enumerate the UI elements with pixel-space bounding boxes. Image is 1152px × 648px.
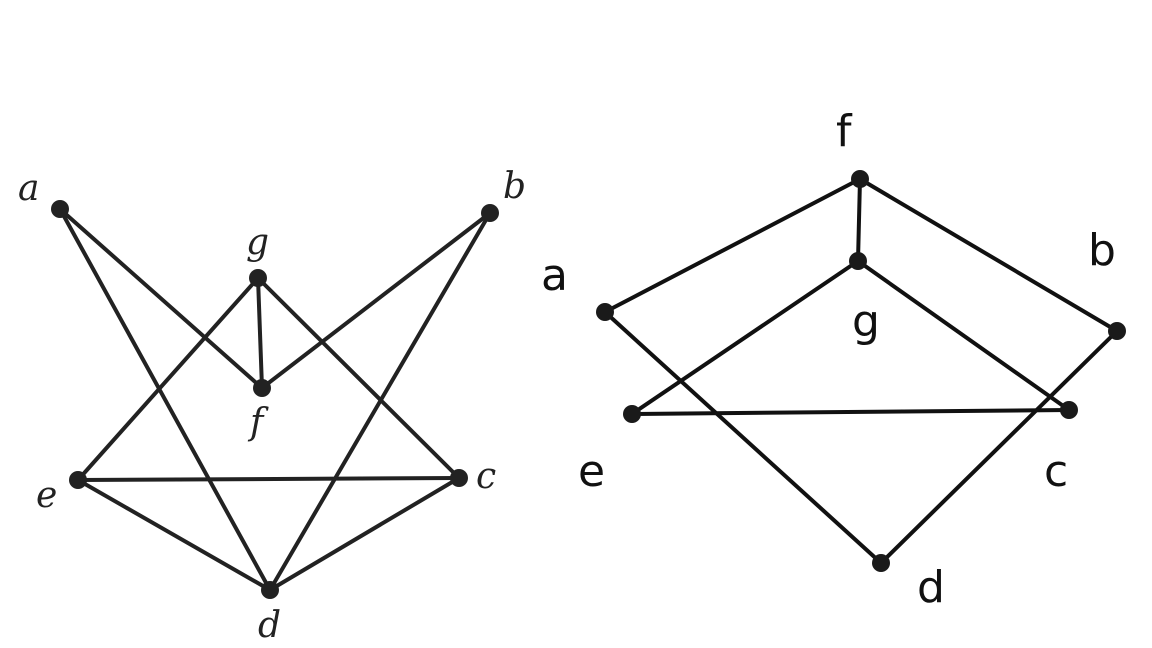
edge-g-e <box>630 259 860 416</box>
vertex-label-b: b <box>503 166 526 207</box>
vertex-e <box>69 471 87 489</box>
vertex-label-c: c <box>1044 446 1068 497</box>
edge-f-b <box>858 177 1119 333</box>
vertex-b <box>481 204 499 222</box>
vertex-label-g: g <box>852 296 880 347</box>
vertex-f <box>851 170 869 188</box>
vertex-c <box>1060 401 1078 419</box>
vertex-label-g: g <box>246 222 269 263</box>
vertex-label-b: b <box>1088 225 1116 276</box>
edge-e-c <box>76 476 461 482</box>
vertex-a <box>596 303 614 321</box>
edge-g-c <box>256 276 461 480</box>
vertex-label-a: a <box>18 168 39 209</box>
edge-a-d <box>58 207 272 592</box>
vertex-g <box>849 252 867 270</box>
edge-g-e <box>76 276 260 482</box>
vertex-label-e: e <box>36 475 57 516</box>
vertex-label-f: f <box>247 402 269 443</box>
edge-f-g <box>856 177 862 263</box>
vertex-label-d: d <box>917 562 945 613</box>
vertex-b <box>1108 322 1126 340</box>
vertex-label-d: d <box>258 605 281 646</box>
vertex-e <box>623 405 641 423</box>
edge-b-d <box>879 329 1119 565</box>
vertex-d <box>872 554 890 572</box>
edge-g-c <box>856 259 1071 412</box>
edge-a-f <box>603 177 862 314</box>
vertex-label-e: e <box>578 446 605 497</box>
typeset-graph: a b g f e c d <box>18 166 526 646</box>
edge-e-d <box>76 478 272 592</box>
edge-b-f <box>260 211 492 390</box>
edge-e-c <box>630 408 1071 416</box>
vertex-c <box>450 469 468 487</box>
edge-g-f <box>256 276 264 390</box>
vertex-f <box>253 379 271 397</box>
vertex-label-c: c <box>476 456 496 497</box>
vertex-d <box>261 581 279 599</box>
vertex-a <box>51 200 69 218</box>
vertex-label-a: a <box>541 250 568 301</box>
vertex-label-f: f <box>836 106 853 157</box>
handwritten-graph: f a b g e c d <box>541 106 1126 613</box>
edge-a-d <box>603 310 883 565</box>
edge-c-d <box>268 476 461 592</box>
vertex-g <box>249 269 267 287</box>
edge-a-f <box>58 207 264 390</box>
